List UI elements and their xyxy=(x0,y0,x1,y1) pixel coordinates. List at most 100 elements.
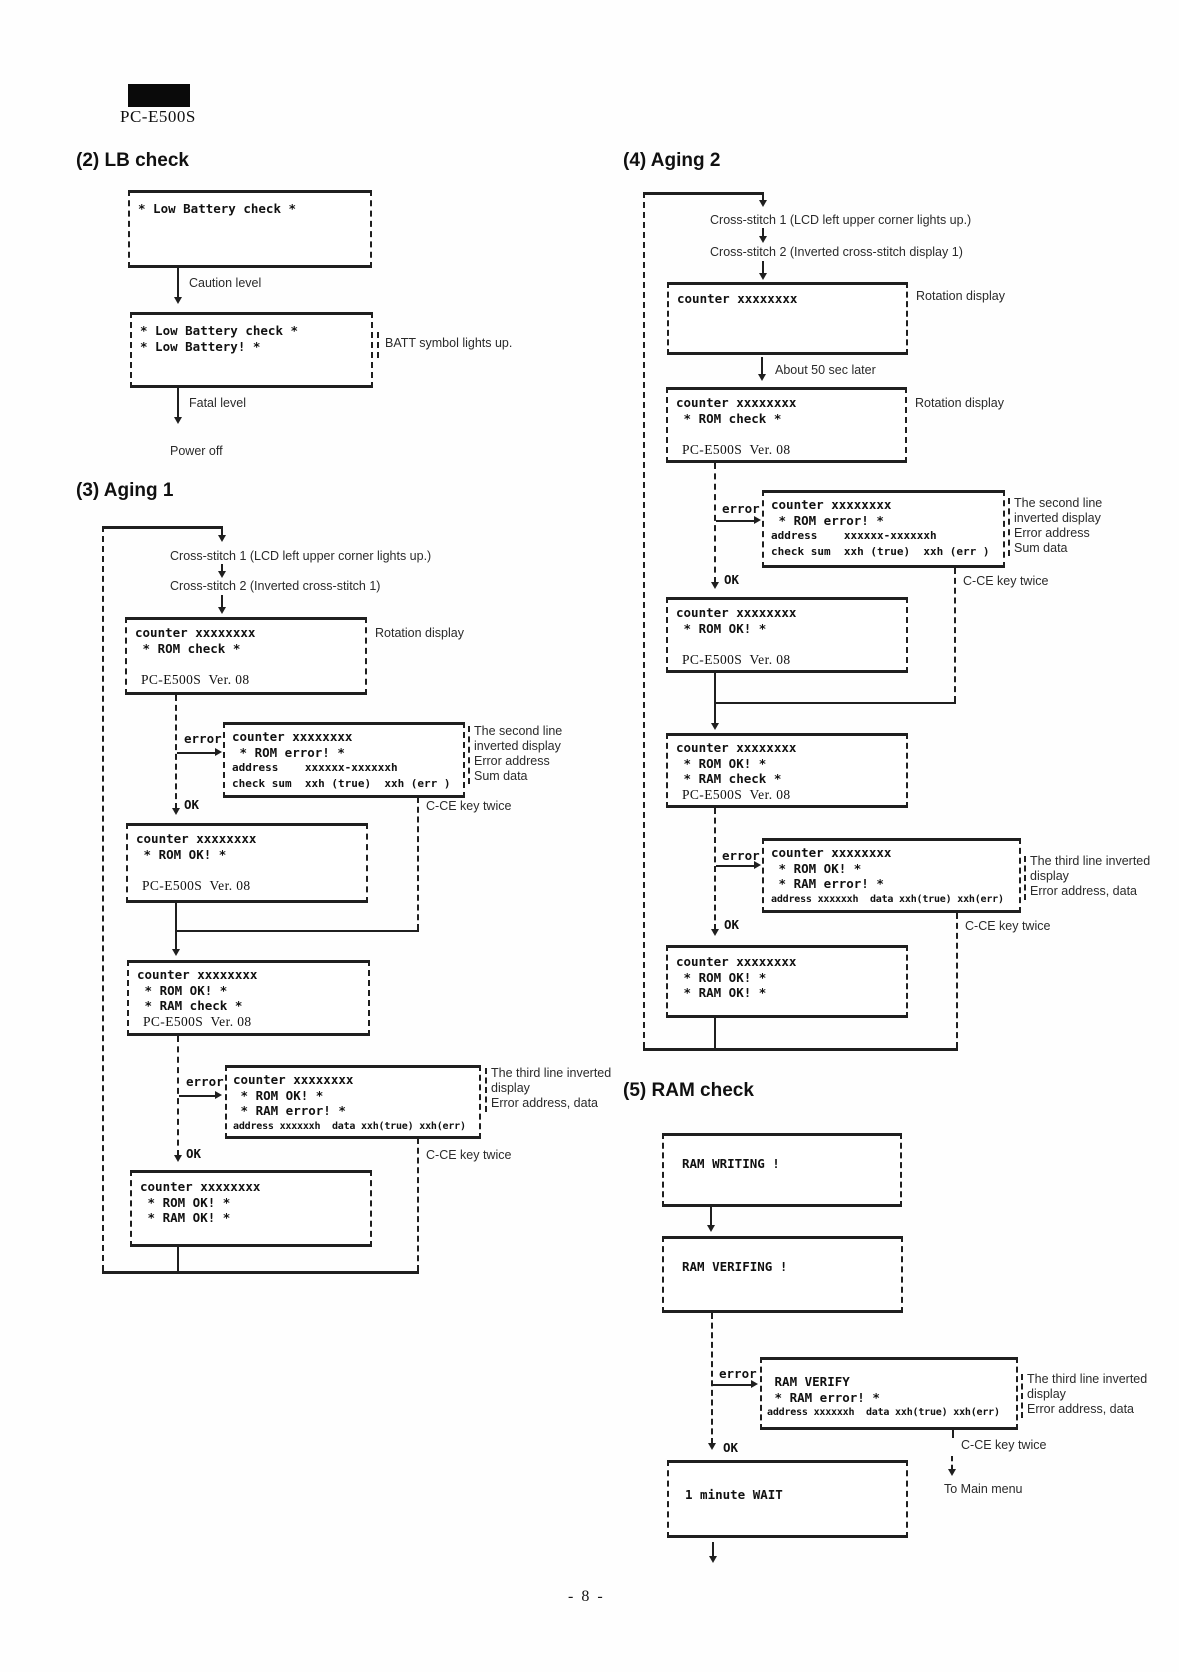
rom-error-note: inverted display xyxy=(1014,511,1101,525)
batt-symbol-note: BATT symbol lights up. xyxy=(385,336,513,350)
lcd-line: counter xxxxxxxx xyxy=(676,954,797,969)
lcd-line: * Low Battery! * xyxy=(140,338,261,354)
connector-line xyxy=(761,357,763,375)
arrow-down-icon xyxy=(711,582,719,589)
lcd-line: PC-E500S Ver. 08 xyxy=(141,671,250,687)
rotation-display-note: Rotation display xyxy=(916,289,1005,303)
error-label: error xyxy=(722,848,760,863)
note-tick xyxy=(1008,498,1010,556)
rom-error-note: inverted display xyxy=(474,739,561,753)
lcd-line xyxy=(136,862,364,878)
page-number: - 8 - xyxy=(568,1588,605,1605)
aging2-rom-check-box: counter xxxxxxxx * ROM check * PC-E500S … xyxy=(666,387,907,463)
lcd-line: * ROM OK! * xyxy=(140,1194,231,1210)
lcd-line: address xxxxxx-xxxxxxh xyxy=(232,761,398,774)
caution-level-label: Caution level xyxy=(189,276,262,290)
lcd-line: * RAM check * xyxy=(676,771,782,786)
aging1-cce-line-2 xyxy=(417,1138,419,1271)
ok-label: OK xyxy=(724,917,740,932)
aging1-final-box: counter xxxxxxxx * ROM OK! * * RAM OK! * xyxy=(130,1170,372,1247)
ram-check-heading: (5) RAM check xyxy=(623,1080,754,1101)
lcd-line: * RAM error! * xyxy=(771,876,884,891)
aging2-error-branch-1 xyxy=(716,520,756,522)
aging1-join-line xyxy=(175,930,419,932)
verify-error-note: display xyxy=(1027,1387,1066,1401)
aging2-heading: (4) Aging 2 xyxy=(623,150,721,171)
aging1-rom-check-box: counter xxxxxxxx * ROM check * PC-E500S … xyxy=(125,617,367,695)
aging2-loop-top-line xyxy=(643,192,764,195)
lcd-line: * ROM OK! * xyxy=(771,860,862,876)
arrow-down-icon xyxy=(708,1443,716,1450)
arrow-down-icon xyxy=(174,297,182,304)
rom-error-note: Error address xyxy=(474,754,550,768)
arrow-down-icon xyxy=(174,417,182,424)
lcd-line: RAM VERIFING ! xyxy=(682,1259,788,1274)
lb-check-box-1: * Low Battery check * xyxy=(128,190,372,268)
aging2-rom-error-box: counter xxxxxxxx * ROM error! * address … xyxy=(762,490,1005,568)
lcd-line: * RAM OK! * xyxy=(140,1210,231,1225)
note-tick xyxy=(1024,856,1026,900)
aging2-rom-ok-box: counter xxxxxxxx * ROM OK! * PC-E500S Ve… xyxy=(666,597,908,673)
lcd-line: counter xxxxxxxx xyxy=(676,605,797,620)
lcd-line: counter xxxxxxxx xyxy=(677,291,798,306)
aging1-error-branch-1 xyxy=(177,752,217,754)
arrow-down-icon xyxy=(707,1225,715,1232)
lcd-line: * ROM OK! * xyxy=(136,846,227,862)
lb-fatal-line xyxy=(177,388,179,418)
arrow-down-icon xyxy=(709,1556,717,1563)
rom-error-note: Error address xyxy=(1014,526,1090,540)
aging1-rom-ok-box: counter xxxxxxxx * ROM OK! * PC-E500S Ve… xyxy=(126,823,368,903)
connector-line xyxy=(221,564,223,572)
lcd-line xyxy=(135,656,363,672)
aging2-ram-error-box: counter xxxxxxxx * ROM OK! * * RAM error… xyxy=(762,838,1021,913)
batt-note-tick xyxy=(377,332,379,358)
lb-caution-line xyxy=(177,268,179,298)
ram-error-branch xyxy=(713,1384,751,1386)
note-tick xyxy=(1021,1374,1023,1418)
error-label: error xyxy=(722,501,760,516)
lcd-line: PC-E500S Ver. 08 xyxy=(682,651,791,667)
lcd-line: * ROM OK! * xyxy=(676,620,767,636)
arrow-down-icon xyxy=(172,808,180,815)
cce-key-twice-note: C-CE key twice xyxy=(961,1438,1047,1452)
cce-key-twice-note: C-CE key twice xyxy=(963,574,1049,588)
lcd-line: address xxxxxx-xxxxxxh xyxy=(771,529,937,542)
aging2-cce-line-2 xyxy=(956,913,958,1048)
arrow-down-icon xyxy=(174,1155,182,1162)
power-off-label: Power off xyxy=(170,444,223,458)
lcd-line: counter xxxxxxxx xyxy=(137,967,258,982)
aging2-ok-line-2 xyxy=(714,808,716,930)
aging1-cross-stitch-1: Cross-stitch 1 (LCD left upper corner li… xyxy=(170,549,432,563)
lcd-line: * ROM OK! * xyxy=(676,969,767,985)
aging2-cross-stitch-2: Cross-stitch 2 (Inverted cross-stitch di… xyxy=(710,245,963,259)
lcd-line: RAM VERIFY xyxy=(767,1374,850,1389)
verify-error-note: The third line inverted xyxy=(1027,1372,1148,1386)
lcd-line: address xxxxxxh data xxh(true) xxh(err) xyxy=(767,1407,1000,1418)
lcd-line: PC-E500S Ver. 08 xyxy=(682,786,791,802)
cce-key-twice-note: C-CE key twice xyxy=(965,919,1051,933)
ram-error-note: Error address, data xyxy=(491,1096,598,1110)
lcd-line: address xxxxxxh data xxh(true) xxh(err) xyxy=(233,1120,466,1132)
ram-error-note: Error address, data xyxy=(1030,884,1137,898)
connector-line xyxy=(714,673,716,702)
connector-line xyxy=(762,261,764,274)
note-tick xyxy=(485,1068,487,1112)
fatal-level-label: Fatal level xyxy=(189,396,246,410)
lcd-line: address xxxxxxh data xxh(true) xxh(err) xyxy=(771,893,1004,905)
verify-error-note: Error address, data xyxy=(1027,1402,1134,1416)
aging2-join-line xyxy=(714,702,956,704)
aging1-loop-top-line xyxy=(102,526,223,529)
ok-label: OK xyxy=(186,1146,202,1161)
rotation-display-note: Rotation display xyxy=(375,626,464,640)
connector-line xyxy=(177,1247,179,1271)
aging2-loop-bottom-line xyxy=(643,1048,958,1051)
arrow-down-icon xyxy=(758,374,766,381)
rom-error-note: Sum data xyxy=(474,769,528,783)
lcd-line: * RAM OK! * xyxy=(676,985,767,1000)
rom-error-note: Sum data xyxy=(1014,541,1068,555)
aging2-ram-check-box: counter xxxxxxxx * ROM OK! * * RAM check… xyxy=(666,733,908,808)
arrow-down-icon xyxy=(948,1469,956,1476)
aging1-error-branch-2 xyxy=(179,1095,217,1097)
to-main-menu-note: To Main menu xyxy=(944,1482,1023,1496)
note-tick xyxy=(468,726,470,784)
